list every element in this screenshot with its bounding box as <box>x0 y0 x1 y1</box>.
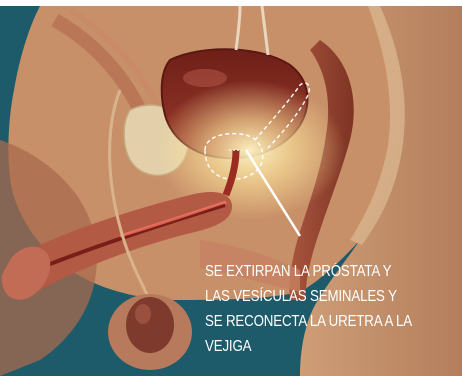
caption-line-4: VEJIGA <box>205 334 420 359</box>
caption-line-1: SE EXTIRPAN LA PRÓSTATA Y <box>205 259 420 284</box>
caption-line-3: SE RECONECTA LA URETRA A LA <box>205 309 420 334</box>
testicle-shine <box>135 304 151 324</box>
testicle <box>126 297 174 353</box>
caption-line-2: LAS VESÍCULAS SEMINALES Y <box>205 284 420 309</box>
procedure-caption: SE EXTIRPAN LA PRÓSTATA Y LAS VESÍCULAS … <box>205 259 420 359</box>
top-edge <box>0 0 462 6</box>
